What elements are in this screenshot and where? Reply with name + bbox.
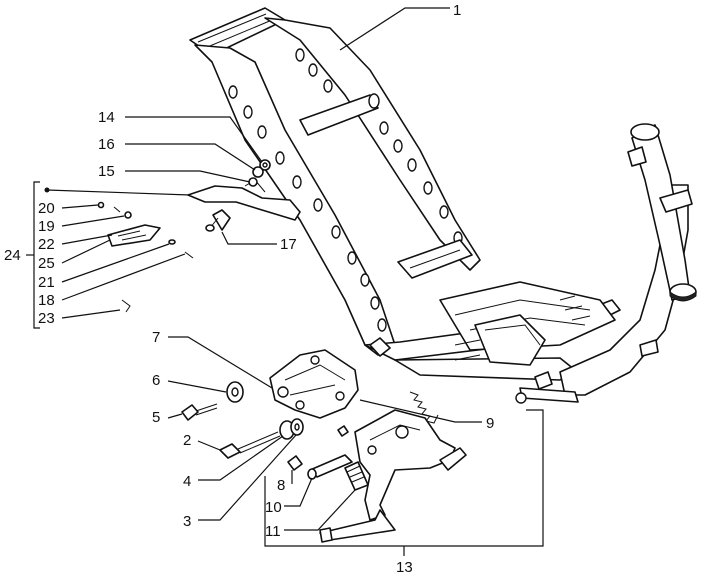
callout-14: 14 bbox=[98, 109, 115, 126]
main-frame bbox=[189, 7, 697, 404]
frame-holes bbox=[228, 48, 463, 332]
callout-23: 23 bbox=[38, 310, 55, 327]
leader-lines bbox=[26, 7, 544, 556]
washer-4-nut-3 bbox=[279, 418, 304, 440]
stand-bracket-7 bbox=[269, 349, 359, 419]
center-stand bbox=[319, 409, 467, 543]
callout-9: 9 bbox=[486, 415, 494, 432]
washer-6 bbox=[226, 381, 244, 403]
callout-15: 15 bbox=[98, 163, 115, 180]
reflector-kit bbox=[97, 201, 194, 313]
spring-11 bbox=[344, 461, 369, 491]
bolt-2 bbox=[219, 431, 281, 459]
callout-13: 13 bbox=[396, 559, 413, 576]
callout-1: 1 bbox=[453, 2, 461, 19]
callout-24: 24 bbox=[4, 247, 21, 264]
callout-labels: 1 2 3 4 5 6 7 8 9 10 11 13 14 15 16 17 1… bbox=[4, 2, 494, 576]
callout-22: 22 bbox=[38, 236, 55, 253]
footrest-bracket-assembly bbox=[187, 179, 301, 232]
callout-11: 11 bbox=[265, 523, 281, 540]
callout-21: 21 bbox=[38, 274, 55, 291]
callout-17: 17 bbox=[280, 236, 297, 253]
clip-8 bbox=[287, 425, 349, 471]
pin-10 bbox=[307, 454, 353, 480]
callout-18: 18 bbox=[38, 292, 55, 309]
callout-3: 3 bbox=[183, 513, 191, 530]
callout-5: 5 bbox=[152, 409, 160, 426]
small-hardware-14-16-15 bbox=[248, 159, 271, 187]
callout-25: 25 bbox=[38, 255, 55, 272]
callout-19: 19 bbox=[38, 218, 55, 235]
callout-8: 8 bbox=[277, 477, 285, 494]
callout-7: 7 bbox=[152, 329, 160, 346]
callout-2: 2 bbox=[183, 432, 191, 449]
callout-10: 10 bbox=[265, 499, 282, 516]
spring-9 bbox=[409, 391, 439, 424]
callout-16: 16 bbox=[98, 136, 115, 153]
bolt-5 bbox=[181, 403, 218, 421]
callout-6: 6 bbox=[152, 372, 160, 389]
callout-20: 20 bbox=[38, 200, 55, 217]
callout-4: 4 bbox=[183, 473, 191, 490]
